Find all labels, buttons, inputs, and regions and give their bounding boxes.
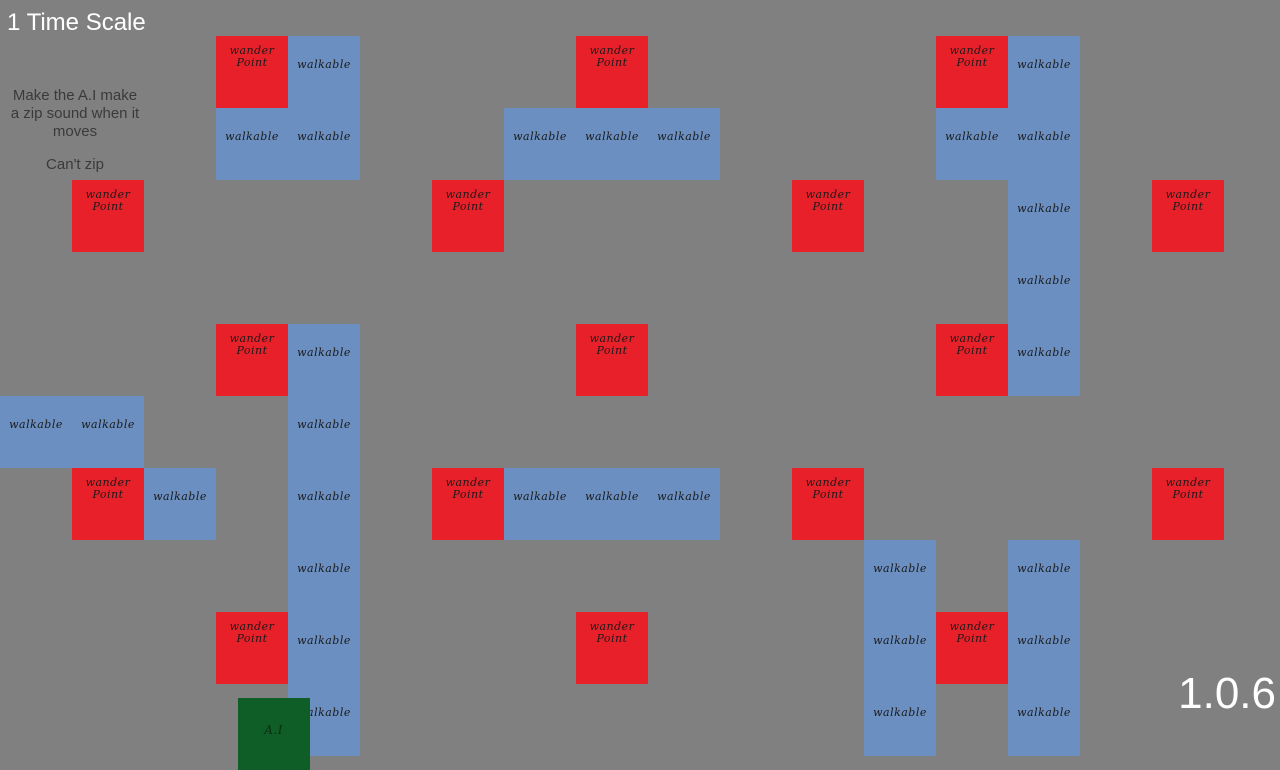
wander-point-tile-label: wander Point — [805, 476, 851, 501]
walkable-tile: walkable — [1008, 36, 1080, 108]
wander-point-tile: wander Point — [576, 36, 648, 108]
walkable-tile: walkable — [288, 396, 360, 468]
walkable-tile-label: walkable — [657, 490, 711, 503]
todo-note: Make the A.I make a zip sound when it mo… — [10, 87, 140, 140]
walkable-tile-label: walkable — [873, 706, 927, 719]
walkable-tile: walkable — [576, 468, 648, 540]
walkable-tile-label: walkable — [297, 634, 351, 647]
walkable-tile-label: walkable — [513, 490, 567, 503]
walkable-tile: walkable — [288, 468, 360, 540]
walkable-tile-label: walkable — [153, 490, 207, 503]
wander-point-tile-label: wander Point — [589, 620, 635, 645]
walkable-tile-label: walkable — [945, 130, 999, 143]
wander-point-tile: wander Point — [432, 468, 504, 540]
walkable-tile: walkable — [1008, 540, 1080, 612]
walkable-tile: walkable — [1008, 684, 1080, 756]
walkable-tile-label: walkable — [873, 634, 927, 647]
wander-point-tile-label: wander Point — [85, 188, 131, 213]
walkable-tile-label: walkable — [297, 130, 351, 143]
version-label: 1.0.6 — [1178, 669, 1276, 718]
walkable-tile: walkable — [72, 396, 144, 468]
wander-point-tile-label: wander Point — [1165, 188, 1211, 213]
walkable-tile-label: walkable — [297, 562, 351, 575]
wander-point-tile: wander Point — [936, 612, 1008, 684]
wander-point-tile-label: wander Point — [949, 44, 995, 69]
walkable-tile: walkable — [216, 108, 288, 180]
walkable-tile: walkable — [1008, 612, 1080, 684]
wander-point-tile-label: wander Point — [229, 44, 275, 69]
walkable-tile: walkable — [864, 684, 936, 756]
cant-zip-note: Can't zip — [46, 156, 104, 173]
walkable-tile-label: walkable — [585, 490, 639, 503]
walkable-tile-label: walkable — [513, 130, 567, 143]
walkable-tile-label: walkable — [81, 418, 135, 431]
walkable-tile: walkable — [864, 540, 936, 612]
walkable-tile-label: walkable — [297, 490, 351, 503]
wander-point-tile-label: wander Point — [445, 188, 491, 213]
wander-point-tile: wander Point — [792, 468, 864, 540]
walkable-tile: walkable — [288, 36, 360, 108]
walkable-tile: walkable — [504, 468, 576, 540]
walkable-tile-label: walkable — [1017, 58, 1071, 71]
wander-point-tile: wander Point — [576, 612, 648, 684]
walkable-tile: walkable — [1008, 252, 1080, 324]
wander-point-tile-label: wander Point — [85, 476, 131, 501]
walkable-tile: walkable — [1008, 108, 1080, 180]
wander-point-tile-label: wander Point — [949, 332, 995, 357]
walkable-tile-label: walkable — [9, 418, 63, 431]
walkable-tile-label: walkable — [297, 706, 351, 719]
wander-point-tile-label: wander Point — [589, 332, 635, 357]
walkable-tile: walkable — [1008, 180, 1080, 252]
walkable-tile-label: walkable — [1017, 706, 1071, 719]
walkable-tile-label: walkable — [1017, 346, 1071, 359]
wander-point-tile: wander Point — [72, 180, 144, 252]
walkable-tile: walkable — [144, 468, 216, 540]
ai-agent-label: A.I — [264, 723, 283, 738]
walkable-tile: walkable — [0, 396, 72, 468]
walkable-tile-label: walkable — [297, 418, 351, 431]
wander-point-tile: wander Point — [792, 180, 864, 252]
walkable-tile: walkable — [648, 468, 720, 540]
wander-point-tile-label: wander Point — [949, 620, 995, 645]
walkable-tile-label: walkable — [297, 58, 351, 71]
wander-point-tile: wander Point — [936, 324, 1008, 396]
wander-point-tile: wander Point — [72, 468, 144, 540]
walkable-tile-label: walkable — [585, 130, 639, 143]
wander-point-tile-label: wander Point — [229, 332, 275, 357]
walkable-tile-label: walkable — [657, 130, 711, 143]
wander-point-tile: wander Point — [216, 36, 288, 108]
wander-point-tile: wander Point — [216, 324, 288, 396]
time-scale-label: 1 Time Scale — [7, 9, 146, 36]
wander-point-tile: wander Point — [576, 324, 648, 396]
walkable-tile: walkable — [288, 324, 360, 396]
walkable-tile: walkable — [288, 540, 360, 612]
walkable-tile-label: walkable — [1017, 130, 1071, 143]
walkable-tile-label: walkable — [873, 562, 927, 575]
walkable-tile: walkable — [1008, 324, 1080, 396]
walkable-tile: walkable — [864, 612, 936, 684]
walkable-tile: walkable — [288, 612, 360, 684]
walkable-tile-label: walkable — [1017, 274, 1071, 287]
walkable-tile: walkable — [648, 108, 720, 180]
wander-point-tile: wander Point — [1152, 468, 1224, 540]
walkable-tile: walkable — [288, 108, 360, 180]
wander-point-tile: wander Point — [1152, 180, 1224, 252]
wander-point-tile-label: wander Point — [589, 44, 635, 69]
wander-point-tile-label: wander Point — [805, 188, 851, 213]
walkable-tile: walkable — [504, 108, 576, 180]
walkable-tile-label: walkable — [1017, 202, 1071, 215]
walkable-tile-label: walkable — [1017, 562, 1071, 575]
wander-point-tile-label: wander Point — [445, 476, 491, 501]
walkable-tile: walkable — [936, 108, 1008, 180]
walkable-tile: walkable — [576, 108, 648, 180]
walkable-tile-label: walkable — [297, 346, 351, 359]
wander-point-tile: wander Point — [216, 612, 288, 684]
walkable-tile-label: walkable — [225, 130, 279, 143]
wander-point-tile: wander Point — [936, 36, 1008, 108]
wander-point-tile: wander Point — [432, 180, 504, 252]
wander-point-tile-label: wander Point — [1165, 476, 1211, 501]
wander-point-tile-label: wander Point — [229, 620, 275, 645]
ai-agent: A.I — [237, 698, 310, 770]
walkable-tile-label: walkable — [1017, 634, 1071, 647]
